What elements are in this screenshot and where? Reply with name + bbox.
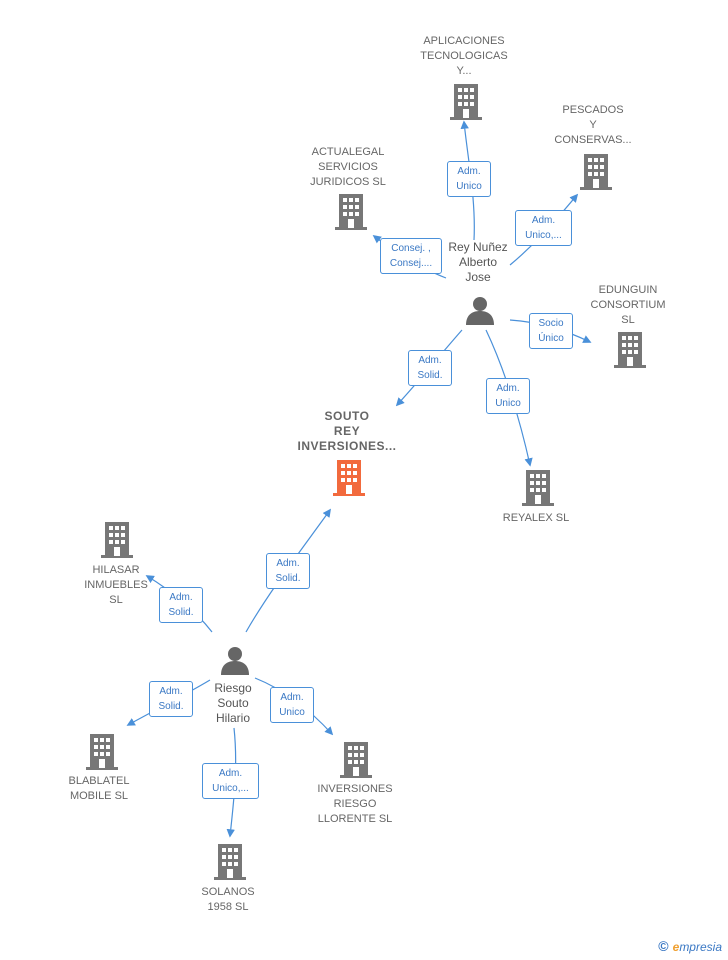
edge-label-riesgo-inversiones: Adm. Unico — [270, 687, 314, 723]
company-label-edunguin[interactable]: EDUNGUIN CONSORTIUM SL — [590, 284, 666, 326]
edge-label-rey-pescados: Adm. Unico,... — [515, 210, 572, 246]
person-label-riesgo[interactable]: Riesgo Souto Hilario — [214, 681, 252, 725]
building-icon[interactable] — [450, 84, 482, 120]
company-label-solanos[interactable]: SOLANOS 1958 SL — [201, 886, 255, 913]
empresia-logo: ©empresia — [658, 938, 722, 954]
company-label-souto[interactable]: SOUTO REY INVERSIONES... — [297, 409, 397, 453]
person-label-rey[interactable]: Rey Nuñez Alberto Jose — [448, 240, 508, 284]
company-label-blablatel[interactable]: BLABLATEL MOBILE SL — [68, 775, 130, 802]
company-label-pescados[interactable]: PESCADOS Y CONSERVAS... — [554, 104, 632, 146]
company-label-inversiones[interactable]: INVERSIONES RIESGO LLORENTE SL — [317, 783, 393, 825]
edge-label-rey-aplicaciones: Adm. Unico — [447, 161, 491, 197]
building-icon-center[interactable] — [333, 460, 365, 496]
edge-label-riesgo-blablatel: Adm. Solid. — [149, 681, 193, 717]
building-icon[interactable] — [614, 332, 646, 368]
building-icon[interactable] — [580, 154, 612, 190]
edge-label-riesgo-souto: Adm. Solid. — [266, 553, 310, 589]
edge-label-rey-reyalex: Adm. Unico — [486, 378, 530, 414]
building-icon[interactable] — [214, 844, 246, 880]
building-icon[interactable] — [335, 194, 367, 230]
logo-brand-rest: mpresia — [679, 940, 722, 954]
company-label-hilasar[interactable]: HILASAR INMUEBLES SL — [84, 564, 148, 606]
edge-label-riesgo-hilasar: Adm. Solid. — [159, 587, 203, 623]
edge-label-rey-edunguin: Socio Único — [529, 313, 573, 349]
person-icon[interactable] — [465, 295, 495, 325]
copyright-symbol: © — [658, 938, 669, 954]
building-icon[interactable] — [340, 742, 372, 778]
company-label-actualegal[interactable]: ACTUALEGAL SERVICIOS JURIDICOS SL — [310, 146, 386, 188]
building-icon[interactable] — [101, 522, 133, 558]
person-icon[interactable] — [220, 645, 250, 675]
building-icon[interactable] — [522, 470, 554, 506]
logo-brand-first: e — [672, 940, 680, 954]
edge-label-rey-actualegal: Consej. , Consej.... — [380, 238, 442, 274]
company-label-reyalex[interactable]: REYALEX SL — [502, 512, 570, 524]
edge-label-riesgo-solanos: Adm. Unico,... — [202, 763, 259, 799]
edge-label-rey-souto: Adm. Solid. — [408, 350, 452, 386]
building-icon[interactable] — [86, 734, 118, 770]
company-label-aplicaciones[interactable]: APLICACIONES TECNOLOGICAS Y... — [420, 35, 508, 77]
